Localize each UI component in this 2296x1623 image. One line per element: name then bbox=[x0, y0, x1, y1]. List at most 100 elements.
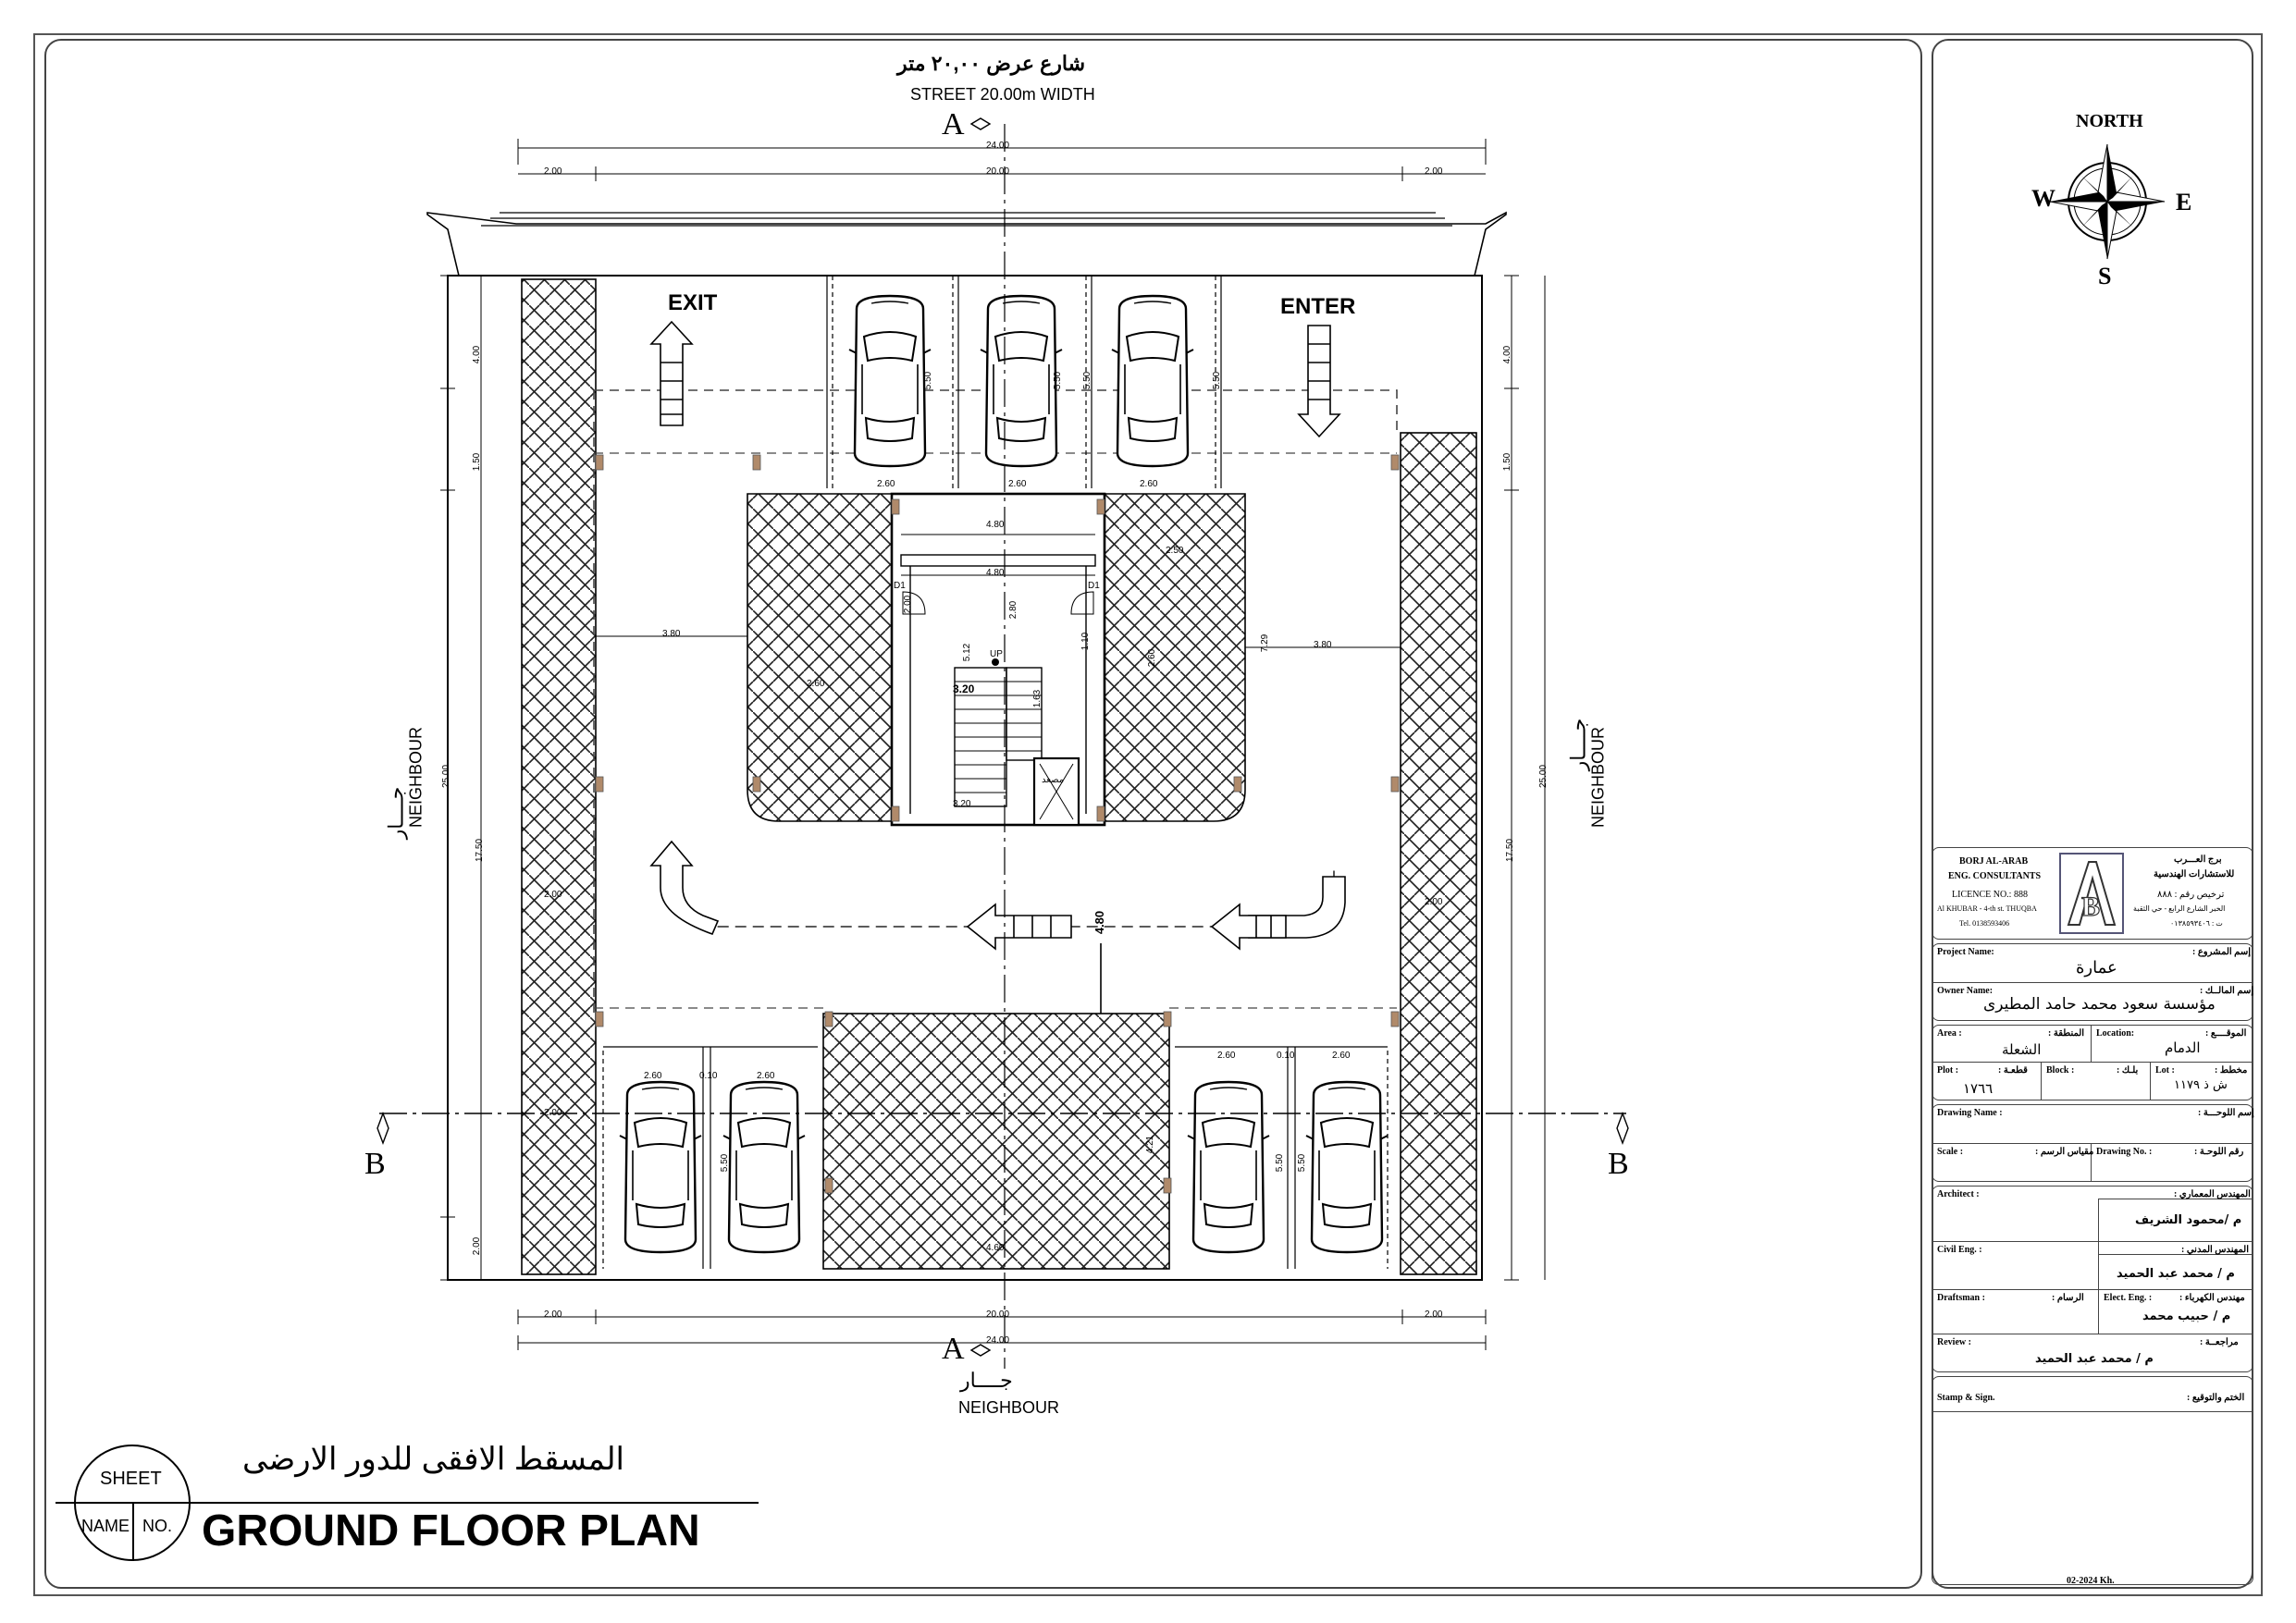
sheet-label: SHEET bbox=[100, 1469, 162, 1489]
parked-car bbox=[1304, 1080, 1389, 1254]
dim-left-top: 4.00 bbox=[472, 345, 483, 364]
drawing-name-label-ar: إسم اللوحـــة : bbox=[2198, 1108, 2254, 1118]
company-en-2: ENG. CONSULTANTS bbox=[1948, 871, 2042, 881]
dim-side-right: 2.00 bbox=[1425, 897, 1443, 907]
elevator-label: مصعد bbox=[1042, 775, 1065, 785]
dim-small-3: 2.00 bbox=[903, 595, 914, 614]
dim-core-h2: 2.80 bbox=[1008, 600, 1019, 620]
exit-arrow bbox=[649, 320, 694, 426]
eng-divider-v bbox=[2098, 1199, 2099, 1334]
drawing-name-label: Drawing Name : bbox=[1937, 1108, 2003, 1118]
section-marker-a-top: A bbox=[942, 107, 965, 141]
civil-label-ar: المهندس المدني : bbox=[2181, 1245, 2249, 1255]
dim-stall-len-4: 5.50 bbox=[1212, 371, 1223, 390]
dim-small-5: 5.12 bbox=[962, 643, 973, 662]
dim-right-top: 4.00 bbox=[1502, 345, 1513, 364]
dim-stall-top-1: 2.60 bbox=[877, 479, 895, 489]
north-arrow-compass bbox=[2049, 143, 2166, 260]
architect-value: م /محمود الشريف bbox=[2135, 1213, 2242, 1227]
stamp-label-ar: الختم والتوقيع : bbox=[2187, 1393, 2245, 1403]
dim-top-setback-right: 2.00 bbox=[1425, 166, 1443, 177]
enter-label: ENTER bbox=[1280, 294, 1356, 319]
dim-stall-len-3: 5.50 bbox=[1082, 371, 1093, 390]
north-title: NORTH bbox=[2076, 111, 2143, 131]
stamp-label: Stamp & Sign. bbox=[1937, 1393, 1995, 1403]
block-label: Block : bbox=[2046, 1065, 2075, 1076]
company-logo: B bbox=[2059, 853, 2124, 934]
neighbour-right: NEIGHBOUR bbox=[1588, 727, 1608, 829]
drive-arrow-up-left bbox=[649, 840, 720, 936]
left-planter-strip bbox=[521, 278, 597, 1275]
scale-label-ar: مقياس الرسم : bbox=[2035, 1147, 2094, 1157]
svg-text:B: B bbox=[2081, 891, 2100, 922]
dim-bottom-total: 24.00 bbox=[986, 1335, 1010, 1346]
dim-top-inner: 20.00 bbox=[986, 166, 1010, 177]
compass-west: W bbox=[2031, 185, 2055, 212]
project-divider bbox=[1932, 982, 2253, 983]
licence: LICENCE NO.: 888 bbox=[1952, 890, 2028, 900]
dim-stall-bot-2: 2.60 bbox=[757, 1071, 775, 1081]
dim-left-total: 25.00 bbox=[441, 764, 452, 789]
dim-core-h: 7.29 bbox=[1260, 633, 1271, 653]
company-ar-1: برج العـــرب bbox=[2174, 855, 2222, 865]
plot-divider-v1 bbox=[2041, 1062, 2042, 1100]
dim-drive: 4.80 bbox=[1092, 910, 1107, 935]
drawing-title-en: GROUND FLOOR PLAN bbox=[202, 1506, 700, 1555]
parked-car bbox=[847, 294, 932, 468]
dim-core-top: 4.80 bbox=[986, 520, 1005, 530]
civil-value: م / محمد عبد الحميد bbox=[2117, 1267, 2235, 1281]
company-ar-2: للاستشارات الهندسية bbox=[2154, 869, 2235, 879]
dim-stall-len-bot-2: 5.50 bbox=[1275, 1153, 1286, 1173]
project-name-label: Project Name: bbox=[1937, 947, 1994, 957]
dim-stall-bot-3: 2.60 bbox=[1217, 1051, 1236, 1061]
scale-label: Scale : bbox=[1937, 1147, 1964, 1157]
review-label-ar: مراجعــة : bbox=[2200, 1337, 2239, 1347]
plot-label-ar: قطعـة : bbox=[1998, 1065, 2028, 1076]
no-label: NO. bbox=[142, 1517, 173, 1535]
dim-bottom-setback-left: 2.00 bbox=[544, 1309, 562, 1320]
review-label: Review : bbox=[1937, 1337, 1971, 1347]
neighbour-left: NEIGHBOUR bbox=[406, 727, 426, 829]
compass-south: S bbox=[2098, 263, 2112, 289]
dim-stall-len-1: 5.50 bbox=[923, 371, 934, 390]
architect-label-ar: المهندس المعماري : bbox=[2174, 1189, 2251, 1199]
drive-arrow-left-2 bbox=[1210, 903, 1287, 951]
dim-small-1: 1.63 bbox=[1032, 689, 1043, 708]
name-label: NAME bbox=[81, 1517, 130, 1535]
eng-divider-h3 bbox=[2098, 1254, 2253, 1255]
dim-side-left: 2.00 bbox=[544, 890, 562, 900]
engineers-box bbox=[1932, 1186, 2253, 1372]
plot-divider-v2 bbox=[2150, 1062, 2151, 1100]
parked-car bbox=[722, 1080, 807, 1254]
dim-stall-len-bot-1: 5.50 bbox=[720, 1153, 731, 1173]
dim-right-total: 25.00 bbox=[1538, 764, 1549, 789]
elect-value: م / حبيب محمد bbox=[2142, 1309, 2231, 1323]
location-label-ar: الموقــــع : bbox=[2205, 1028, 2247, 1039]
right-planter-strip bbox=[1400, 432, 1477, 1275]
plot-label: Plot : bbox=[1937, 1065, 1959, 1076]
draftsman-label-ar: الرسام : bbox=[2052, 1293, 2084, 1303]
dim-right-mid: 1.50 bbox=[1502, 452, 1513, 472]
eng-divider-1 bbox=[1932, 1241, 2253, 1242]
neighbour-bottom-ar: جــــار bbox=[960, 1369, 1013, 1392]
section-marker-b-right: B bbox=[1608, 1147, 1629, 1181]
location-value: الدمام bbox=[2165, 1039, 2201, 1056]
parked-car bbox=[618, 1080, 703, 1254]
dim-stair-2: 3.20 bbox=[953, 799, 971, 809]
location-divider-v bbox=[2091, 1025, 2092, 1062]
area-value: الشعلة bbox=[2002, 1041, 2042, 1058]
tel: Tel. 0138593406 bbox=[1959, 919, 2010, 928]
location-divider-h bbox=[1932, 1062, 2253, 1063]
door-label-left: D1 bbox=[894, 581, 906, 591]
dim-bottom-inner: 20.00 bbox=[986, 1309, 1010, 1320]
civil-label: Civil Eng. : bbox=[1937, 1245, 1982, 1255]
lot-label-ar: مخطط : bbox=[2215, 1065, 2248, 1076]
neighbour-right-ar: جــــار bbox=[1566, 718, 1590, 771]
dim-wall-2: 2.60 bbox=[1147, 648, 1158, 668]
dim-right-main: 17.50 bbox=[1505, 838, 1516, 863]
company-box bbox=[1932, 847, 2253, 940]
up-label: UP bbox=[990, 649, 1003, 659]
drawing-date: 02-2024 Kh. bbox=[2067, 1576, 2115, 1586]
dim-aisle-left: 3.80 bbox=[662, 629, 681, 639]
licence-ar: ترخيص رقم : ٨٨٨ bbox=[2157, 890, 2225, 900]
